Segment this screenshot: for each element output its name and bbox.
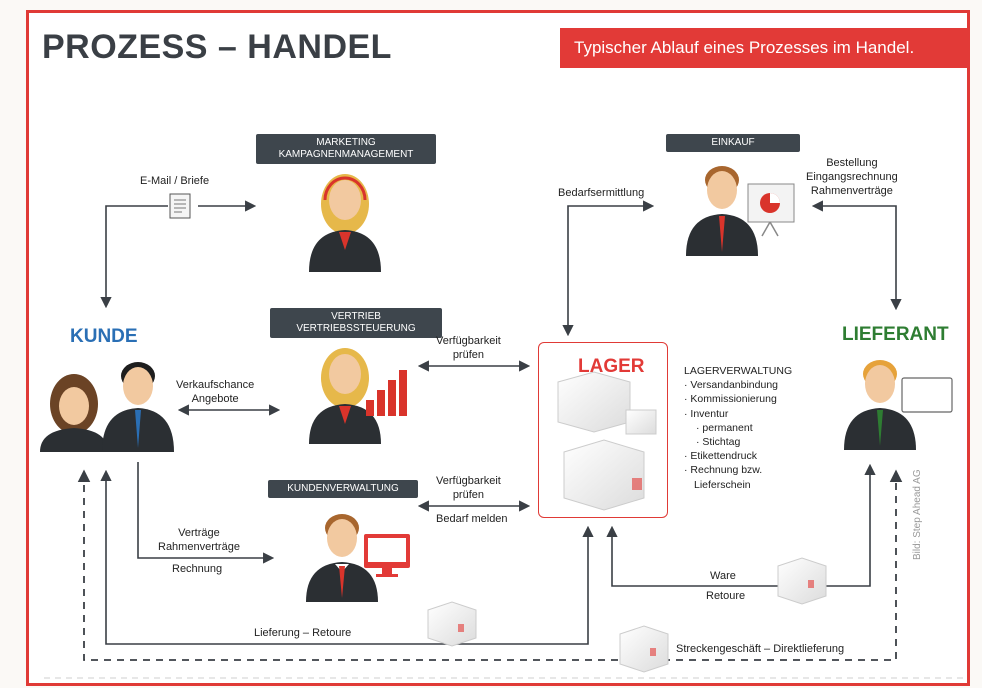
lager-item: · Versandanbindung	[684, 379, 778, 392]
flow-bestellung-line1: Bestellung	[826, 157, 878, 169]
flow-bedarfsermittlung: Bedarfsermittlung	[558, 187, 645, 199]
tag-vertrieb: VERTRIEB VERTRIEBSSTEUERUNG	[270, 308, 442, 338]
tag-marketing-line1: MARKETING	[316, 137, 376, 148]
arrow-lager-einkauf	[562, 200, 655, 337]
lager-boxes-icon	[557, 371, 657, 511]
lager-item: · Kommissionierung	[684, 393, 777, 406]
flow-verfuegbarkeit-vertrieb: Verfügbarkeit prüfen	[436, 334, 501, 362]
marketing-person-icon	[309, 174, 381, 272]
flow-verkaufschance-line2: Angebote	[191, 393, 239, 405]
flow-bestellung-line2: Eingangsrechnung	[806, 171, 898, 183]
arrow-ware	[606, 463, 876, 587]
vertrieb-person-icon	[309, 348, 381, 444]
flow-strecke: Streckengeschäft – Direktlieferung	[676, 643, 845, 655]
lager-item: · Etikettendruck	[684, 450, 757, 463]
lager-item: · Inventur	[684, 407, 729, 420]
flow-vertraege-line2: Rahmenverträge	[158, 541, 240, 553]
einkauf-person-icon	[686, 166, 758, 256]
flow-verkaufschance-line1: Verkaufschance	[176, 379, 255, 391]
package-lieferung-icon	[427, 601, 477, 647]
flow-verfuegbarkeit-line1: Verfügbarkeit	[436, 335, 501, 347]
document-icon	[169, 193, 191, 219]
lager-item: · Stichtag	[696, 436, 741, 449]
tag-vertrieb-line2: VERTRIEBSSTEUERUNG	[296, 323, 416, 334]
label-kunde: KUNDE	[70, 326, 138, 347]
flow-bestellung-line3: Rahmenverträge	[810, 185, 893, 197]
flow-verfuegbarkeit-line2: prüfen	[452, 349, 485, 361]
flow-email: E-Mail / Briefe	[140, 175, 210, 187]
page-title: PROZESS – HANDEL	[42, 28, 392, 66]
tag-marketing-line2: KAMPAGNENMANAGEMENT	[278, 149, 414, 160]
flow-retoure: Retoure	[706, 590, 746, 602]
arrow-lieferung	[100, 469, 594, 645]
arrow-strecke	[77, 469, 903, 661]
label-lieferant: LIEFERANT	[842, 324, 949, 345]
kunde-woman-icon	[40, 374, 108, 452]
tag-einkauf: EINKAUF	[666, 134, 800, 152]
kundenverwaltung-person-icon	[306, 514, 378, 602]
package-strecke-icon	[619, 625, 669, 673]
flow-lieferung: Lieferung – Retoure	[254, 627, 352, 639]
lager-item: · permanent	[696, 421, 753, 434]
flow-verkaufschance: Verkaufschance Angebote	[176, 378, 254, 406]
kunde-man-icon	[102, 362, 174, 452]
lager-item: LAGERVERWALTUNG	[684, 365, 793, 377]
monitor-icon	[364, 534, 410, 577]
arrow-kunde-vertraege	[137, 462, 275, 564]
flow-bestellung: Bestellung Eingangsrechnung Rahmenverträ…	[806, 156, 898, 198]
lieferant-person-icon	[844, 360, 916, 450]
flow-rechnung: Rechnung	[172, 563, 223, 575]
tag-marketing: MARKETING KAMPAGNENMANAGEMENT	[256, 134, 436, 164]
laptop-icon	[901, 377, 953, 413]
arrow-kunde-email	[100, 205, 168, 309]
flow-ware: Ware	[710, 570, 736, 582]
package-ware-icon	[777, 557, 827, 605]
bar-chart-icon	[366, 370, 407, 416]
presentation-chart-icon	[747, 183, 795, 237]
subtitle-banner: Typischer Ablauf eines Prozesses im Hand…	[560, 28, 970, 68]
tag-vertrieb-line1: VERTRIEB	[331, 311, 381, 322]
arrow-einkauf-lieferant	[811, 200, 902, 311]
